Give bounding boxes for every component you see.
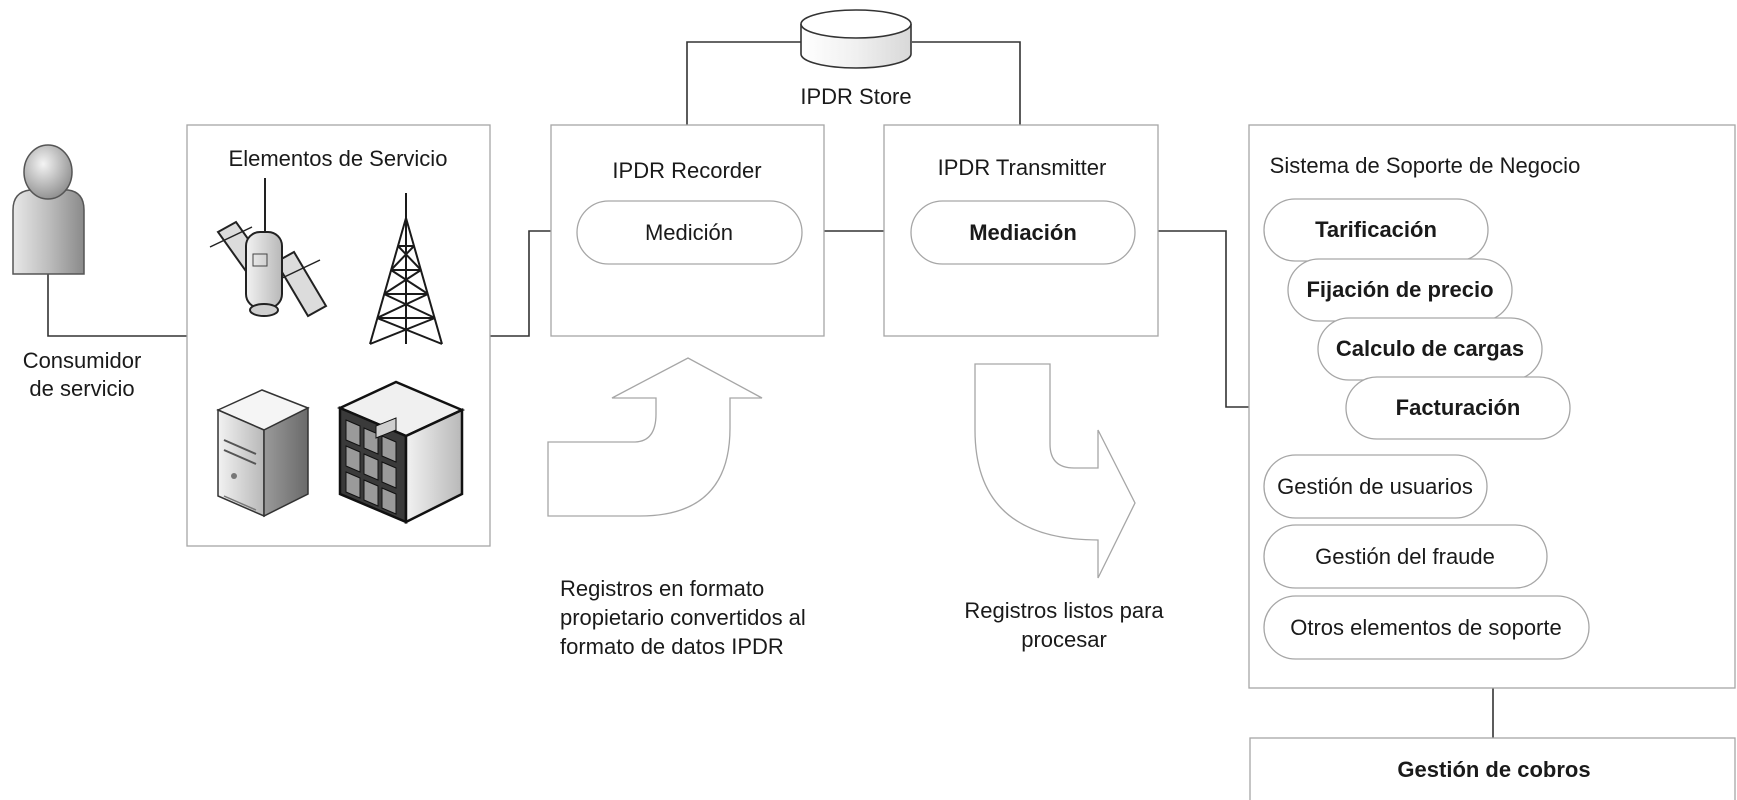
- bss-title: Sistema de Soporte de Negocio: [1270, 153, 1581, 178]
- gestion-usuarios-label: Gestión de usuarios: [1277, 474, 1473, 499]
- connectors: [47, 41, 1494, 738]
- gestion-fraude-pill: [1263, 524, 1548, 589]
- consumer-label-line1: Consumidor: [23, 348, 142, 373]
- calculo-cargas-label: Calculo de cargas: [1336, 336, 1524, 361]
- facturacion-pill: [1345, 376, 1571, 440]
- ready-down-right-arrow: [974, 363, 1136, 579]
- bss-stacked-pills: Tarificación Fijación de precio Calculo …: [1263, 198, 1571, 440]
- bss-support-pills: Gestión de usuarios Gestión del fraude O…: [1263, 454, 1590, 660]
- otros-elementos-pill: [1263, 595, 1590, 660]
- collections-box: [1249, 737, 1736, 800]
- mediacion-pill: [910, 200, 1136, 265]
- conversion-note-line1: Registros en formato: [560, 576, 764, 601]
- connector-store-to-transmitter: [912, 41, 1021, 125]
- fijacion-precio-label: Fijación de precio: [1306, 277, 1493, 302]
- connector-transmitter-to-bss: [1158, 230, 1249, 408]
- conversion-note-line2: propietario convertidos al: [560, 605, 806, 630]
- connector-service-to-recorder: [490, 230, 551, 337]
- otros-elementos-label: Otros elementos de soporte: [1290, 615, 1561, 640]
- tarificacion-label: Tarificación: [1315, 217, 1437, 242]
- ipdr-store-label: IPDR Store: [800, 84, 911, 109]
- ipdr-transmitter-title: IPDR Transmitter: [938, 155, 1107, 180]
- person-icon: [12, 144, 85, 275]
- medicion-pill: [576, 200, 803, 265]
- mediacion-pill-label: Mediación: [969, 220, 1077, 245]
- ready-note-line2: procesar: [1021, 627, 1107, 652]
- facturacion-label: Facturación: [1396, 395, 1521, 420]
- service-elements-title: Elementos de Servicio: [229, 146, 448, 171]
- database-icon: [800, 9, 912, 69]
- satellite-icon: [209, 178, 328, 318]
- collections-label: Gestión de cobros: [1397, 757, 1590, 782]
- gestion-fraude-label: Gestión del fraude: [1315, 544, 1495, 569]
- consumer-label-line2: de servicio: [29, 376, 134, 401]
- server-tower-icon: [216, 389, 310, 518]
- connector-consumer-to-service: [47, 274, 187, 337]
- connector-recorder-to-store: [686, 41, 801, 125]
- radio-tower-icon: [369, 193, 443, 345]
- rack-server-icon: [336, 380, 466, 525]
- conversion-up-arrow: [547, 357, 763, 517]
- ipdr-recorder-title: IPDR Recorder: [612, 158, 761, 183]
- gestion-usuarios-pill: [1263, 454, 1488, 519]
- medicion-pill-label: Medición: [645, 220, 733, 245]
- conversion-note-line3: formato de datos IPDR: [560, 634, 784, 659]
- ready-note-line1: Registros listos para: [964, 598, 1164, 623]
